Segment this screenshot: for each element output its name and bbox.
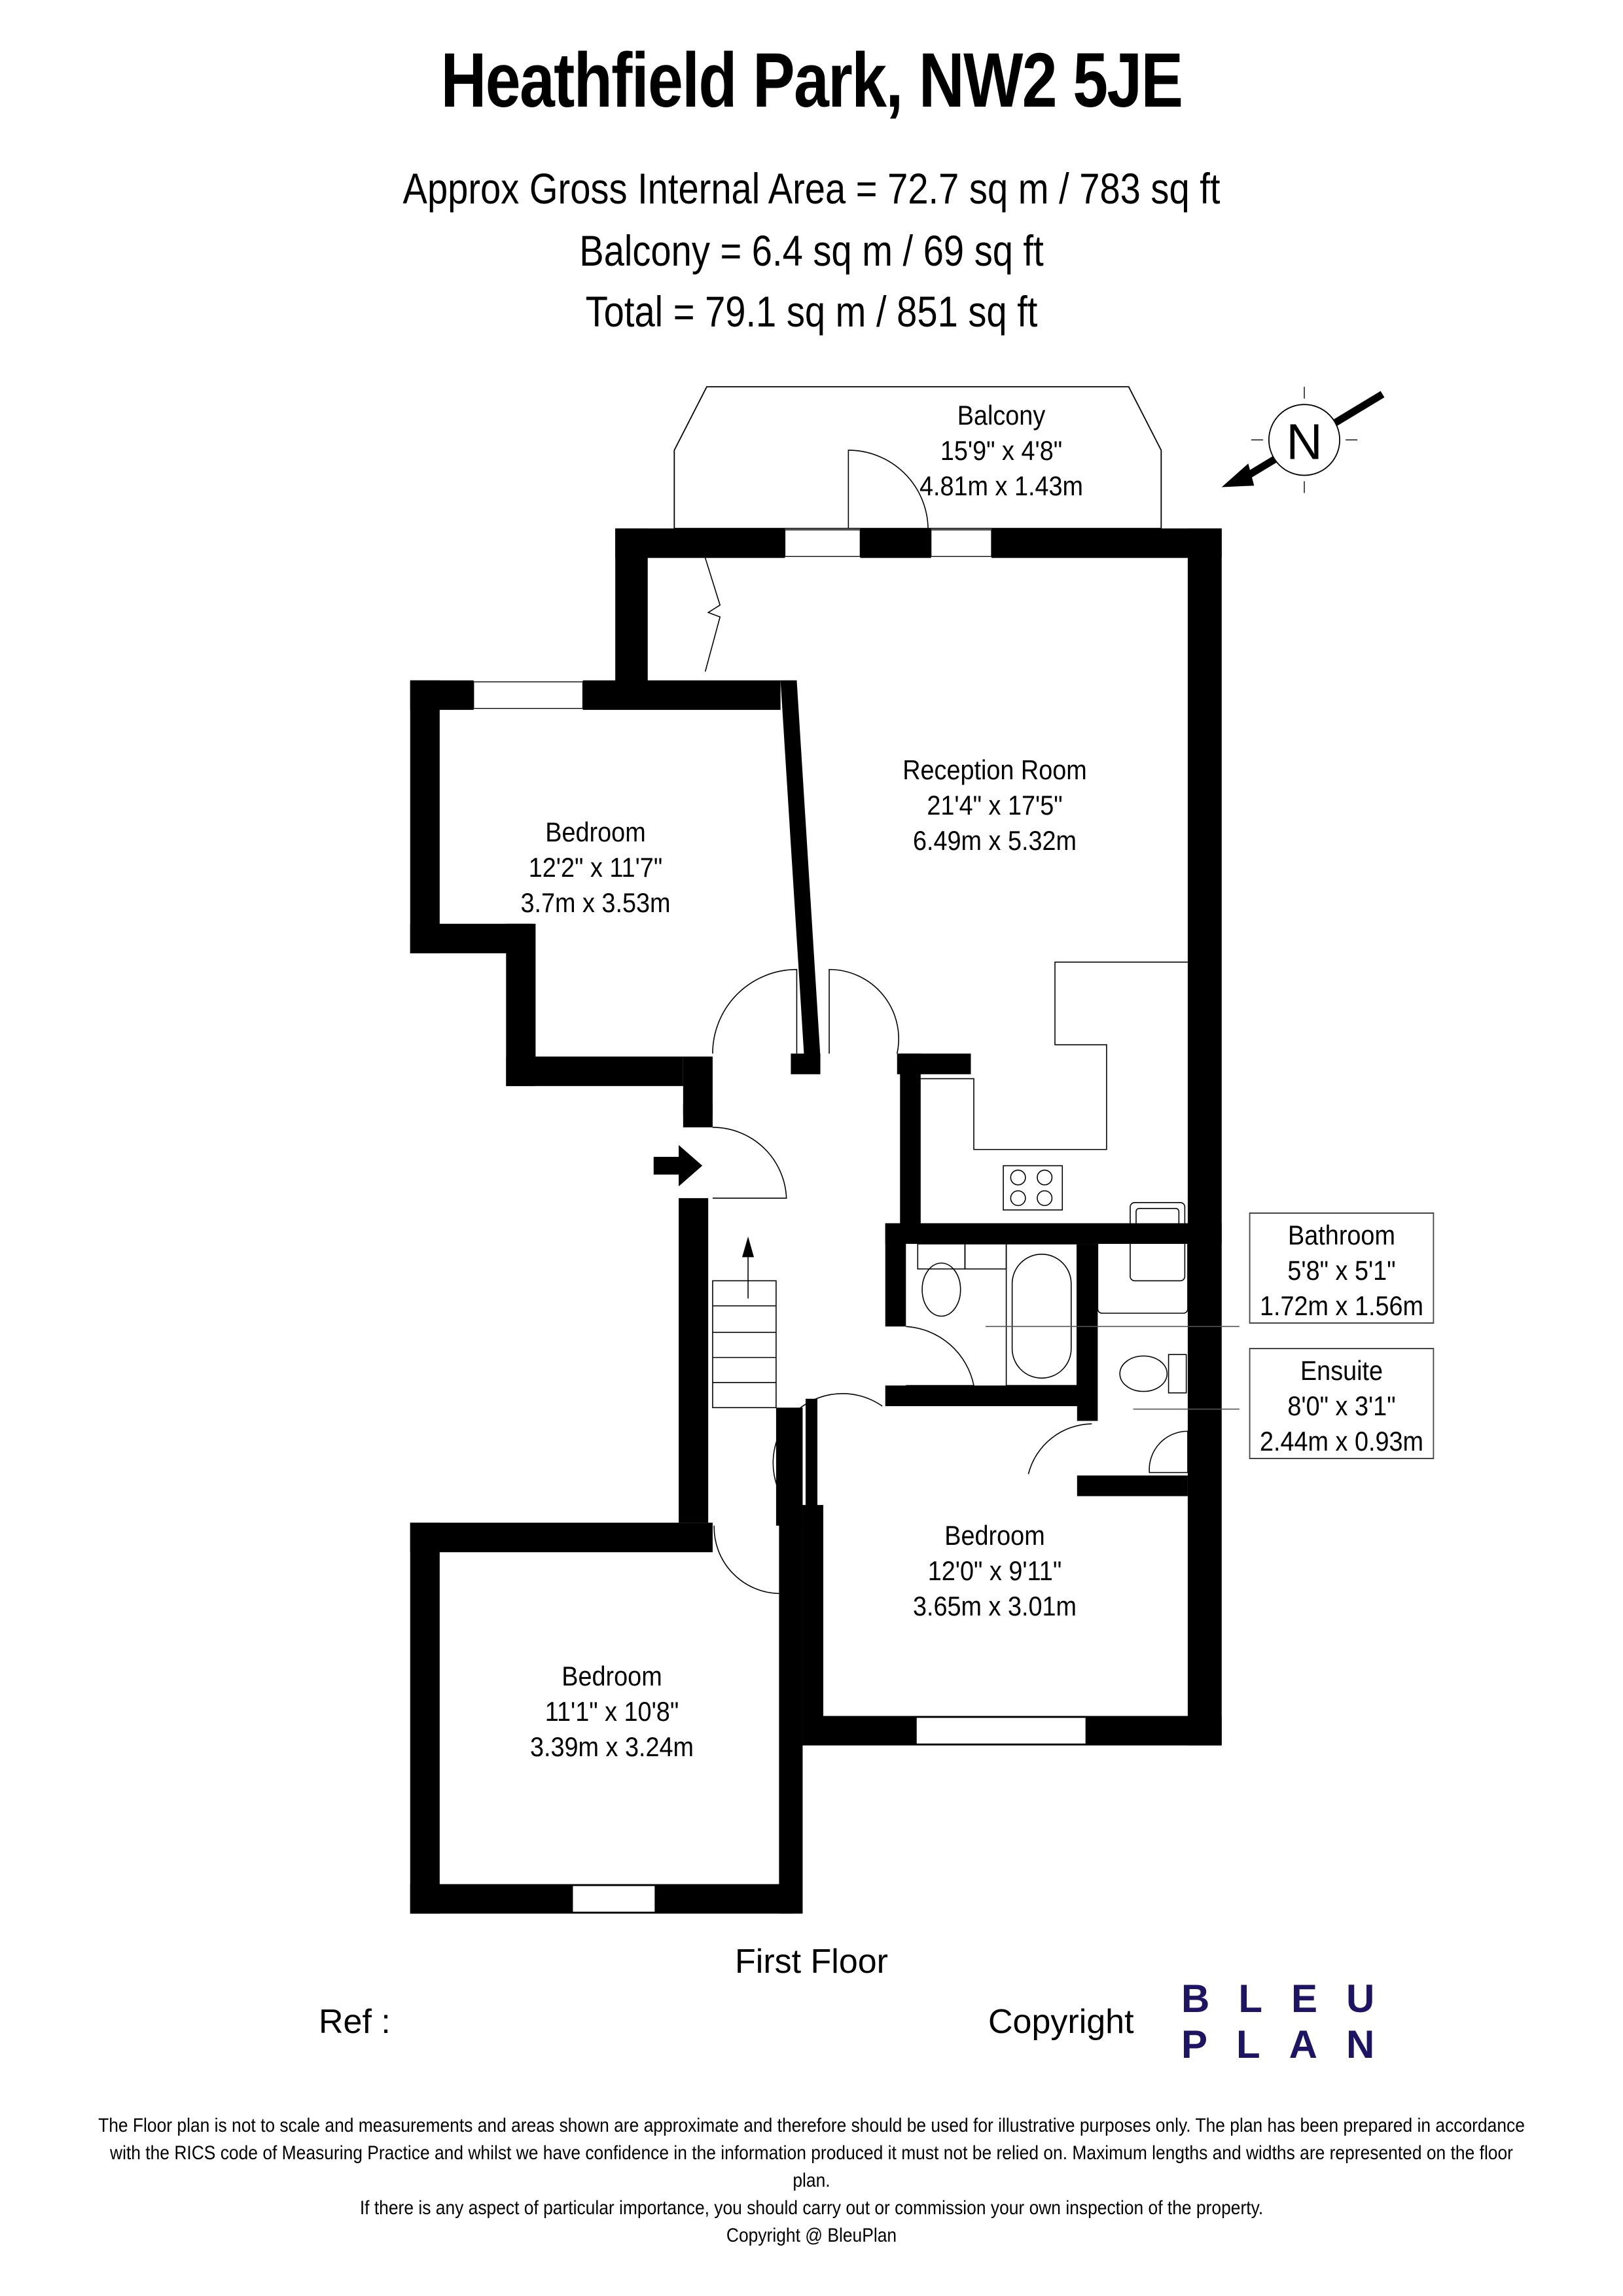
svg-text:N: N bbox=[1286, 415, 1322, 470]
room-name: Bathroom bbox=[1288, 1220, 1395, 1250]
copyright-label: Copyright bbox=[988, 2003, 1134, 2041]
doors bbox=[704, 450, 1092, 1595]
room-name: Bedroom bbox=[562, 1661, 662, 1691]
room-metric: 3.39m x 3.24m bbox=[529, 1731, 694, 1762]
stairs bbox=[712, 1248, 777, 1409]
room-label-ensuite: Ensuite 8'0" x 3'1" 2.44m x 0.93m bbox=[1249, 1348, 1435, 1459]
walls bbox=[410, 528, 1222, 1914]
room-metric: 4.81m x 1.43m bbox=[919, 470, 1084, 501]
room-metric: 1.72m x 1.56m bbox=[1259, 1290, 1424, 1321]
room-label-bedroom-2: Bedroom 12'0" x 9'11" 3.65m x 3.01m bbox=[883, 1518, 1107, 1624]
balcony-area: Balcony = 6.4 sq m / 69 sq ft bbox=[579, 226, 1044, 275]
stairs-up-arrow-icon bbox=[742, 1236, 755, 1258]
bleuplan-logo: BLEU PLAN bbox=[1181, 1976, 1403, 2068]
room-imperial: 5'8" x 5'1" bbox=[1287, 1255, 1396, 1286]
room-imperial: 11'1" x 10'8" bbox=[544, 1696, 679, 1727]
room-name: Reception Room bbox=[902, 754, 1087, 785]
disclaimer-line: with the RICS code of Measuring Practice… bbox=[110, 2142, 1513, 2191]
north-arrow-icon: N bbox=[1221, 387, 1385, 493]
page-title: Heathfield Park, NW2 5JE bbox=[440, 37, 1184, 124]
room-label-bedroom-1: Bedroom 12'2" x 11'7" 3.7m x 3.53m bbox=[484, 815, 707, 921]
ref-label: Ref : bbox=[319, 2003, 391, 2041]
room-metric: 6.49m x 5.32m bbox=[912, 825, 1077, 856]
room-name: Balcony bbox=[957, 400, 1046, 431]
disclaimer-line: If there is any aspect of particular imp… bbox=[359, 2197, 1264, 2219]
room-label-reception: Reception Room 21'4" x 17'5" 6.49m x 5.3… bbox=[871, 752, 1118, 858]
windows bbox=[473, 529, 1087, 1913]
room-metric: 3.7m x 3.53m bbox=[520, 887, 671, 918]
room-label-bathroom: Bathroom 5'8" x 5'1" 1.72m x 1.56m bbox=[1249, 1212, 1435, 1324]
room-imperial: 12'0" x 9'11" bbox=[927, 1555, 1062, 1586]
room-imperial: 21'4" x 17'5" bbox=[927, 790, 1063, 821]
room-imperial: 12'2" x 11'7" bbox=[528, 852, 663, 883]
room-imperial: 8'0" x 3'1" bbox=[1287, 1390, 1396, 1421]
room-metric: 2.44m x 0.93m bbox=[1259, 1426, 1424, 1457]
room-label-balcony: Balcony 15'9" x 4'8" 4.81m x 1.43m bbox=[878, 398, 1125, 504]
logo-line-2: PLAN bbox=[1181, 2022, 1404, 2066]
bathroom-fixtures bbox=[917, 1235, 1188, 1474]
room-metric: 3.65m x 3.01m bbox=[912, 1591, 1077, 1621]
label-leaders bbox=[986, 1326, 1240, 1410]
room-name: Bedroom bbox=[545, 817, 646, 847]
room-imperial: 15'9" x 4'8" bbox=[940, 435, 1063, 466]
floor-label: First Floor bbox=[735, 1943, 888, 1981]
total-area: Total = 79.1 sq m / 851 sq ft bbox=[585, 287, 1038, 336]
room-name: Bedroom bbox=[944, 1520, 1045, 1551]
entrance-arrow-icon bbox=[653, 1144, 703, 1187]
kitchen-units bbox=[920, 961, 1188, 1282]
logo-line-1: BLEU bbox=[1181, 1977, 1404, 2021]
gross-internal-area: Approx Gross Internal Area = 72.7 sq m /… bbox=[402, 164, 1221, 213]
disclaimer-line: The Floor plan is not to scale and measu… bbox=[98, 2115, 1525, 2136]
room-name: Ensuite bbox=[1300, 1355, 1383, 1386]
disclaimer-line: Copyright @ BleuPlan bbox=[726, 2225, 897, 2246]
disclaimer: The Floor plan is not to scale and measu… bbox=[98, 2112, 1525, 2250]
room-label-bedroom-3: Bedroom 11'1" x 10'8" 3.39m x 3.24m bbox=[500, 1659, 724, 1765]
